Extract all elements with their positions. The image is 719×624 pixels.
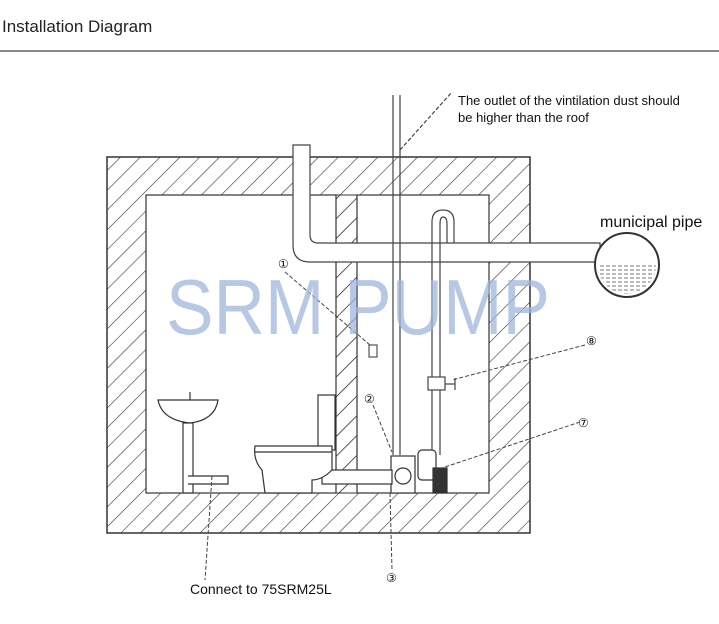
vent-note-line-2: be higher than the roof bbox=[458, 110, 589, 125]
page-title: Installation Diagram bbox=[2, 17, 153, 36]
vent-pipe bbox=[392, 91, 453, 455]
callout-2: ② bbox=[364, 392, 375, 406]
callout-3: ③ bbox=[386, 571, 397, 585]
pump-unit bbox=[321, 449, 448, 494]
connect-label: Connect to 75SRM25L bbox=[190, 581, 332, 597]
municipal-pipe-label: municipal pipe bbox=[600, 214, 702, 231]
callout-leaders bbox=[204, 271, 586, 581]
vent-note-line-1: The outlet of the vintilation dust shoul… bbox=[458, 93, 680, 108]
discharge-pipe bbox=[427, 209, 456, 455]
drain-pipe bbox=[292, 144, 660, 298]
callout-7: ⑦ bbox=[578, 416, 589, 430]
control-box bbox=[368, 344, 378, 358]
watermark: SRM PUMP bbox=[166, 263, 550, 351]
wash-basin bbox=[157, 392, 229, 494]
callout-8: ⑧ bbox=[586, 334, 597, 348]
callout-1: ① bbox=[278, 257, 289, 271]
toilet bbox=[254, 394, 336, 494]
title-divider bbox=[0, 50, 719, 52]
